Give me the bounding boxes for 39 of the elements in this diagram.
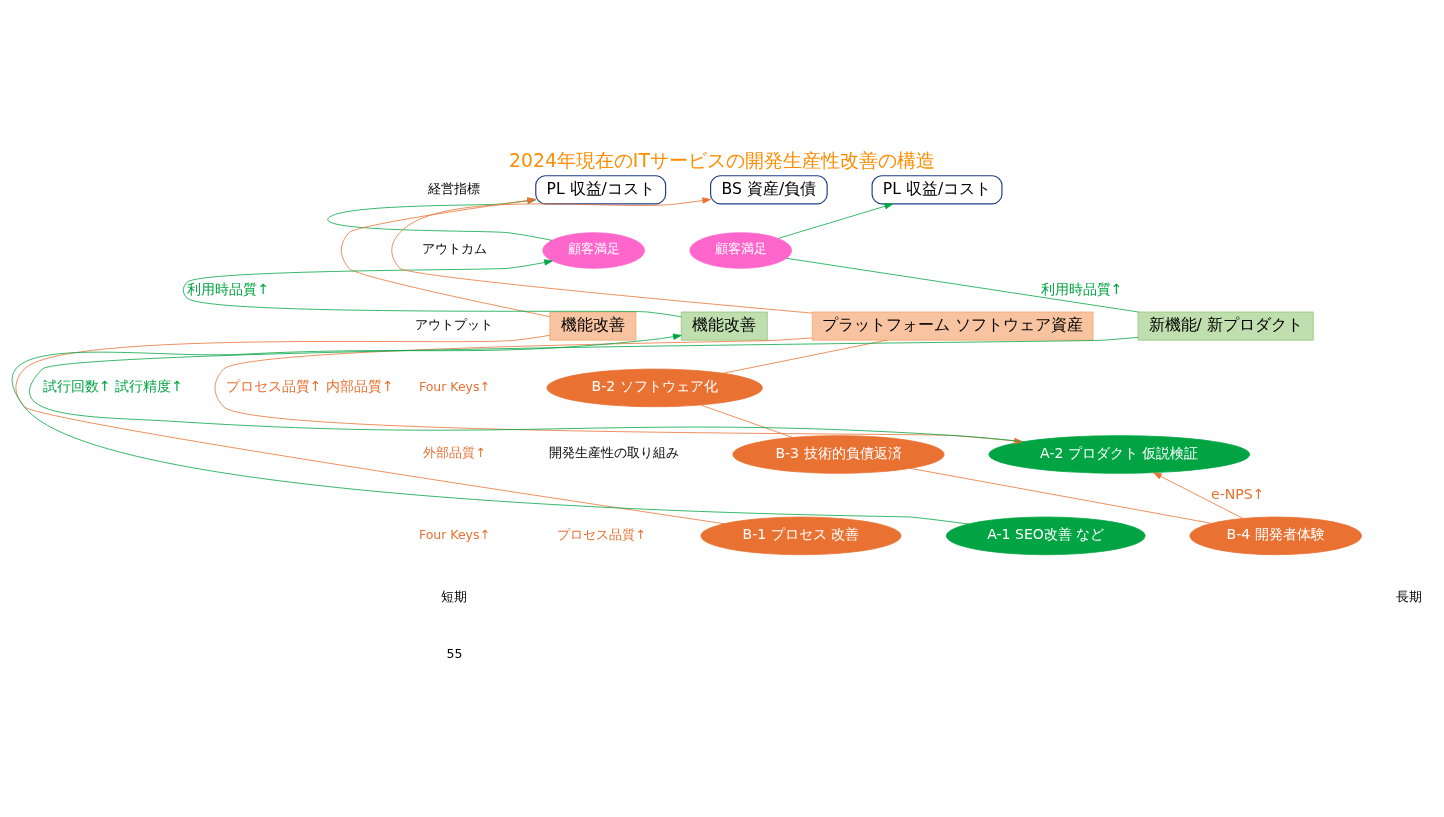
node-ellipse: B-3 技術的負債返済 (732, 434, 945, 474)
node-box: BS 資産/負債 (710, 174, 828, 204)
node-box: 機能改善 (680, 311, 768, 341)
label: アウトプット (415, 316, 494, 332)
arrow (1153, 471, 1244, 519)
label: 55 (446, 645, 463, 661)
diagram-title: 2024年現在のITサービスの開発生産性改善の構造 (509, 149, 935, 171)
label: Four Keys↑ (418, 526, 490, 542)
node-box: プラットフォーム ソフトウェア資産 (811, 311, 1094, 341)
node-ellipse: B-1 プロセス 改善 (700, 516, 902, 555)
node-box: PL 収益/コスト (871, 174, 1003, 204)
connector (700, 404, 793, 438)
label: 経営指標 (428, 180, 481, 196)
label: アウトカム (421, 240, 487, 256)
connector (722, 339, 888, 374)
label: 長期 (1395, 588, 1422, 604)
connector (909, 467, 1212, 524)
edge-label: 試行回数↑ 試行精度↑ (43, 377, 184, 394)
node-box: 新機能/ 新プロダクト (1137, 311, 1314, 341)
connector (15, 334, 725, 524)
label: 外部品質↑ (423, 444, 486, 460)
node-box: 機能改善 (549, 311, 637, 341)
edge-label: 利用時品質↑ (1040, 280, 1123, 297)
node-ellipse: 顧客満足 (689, 231, 792, 269)
node-box: PL 収益/コスト (535, 174, 667, 204)
connector (786, 257, 1139, 312)
arrow (182, 258, 682, 317)
label: 短期 (441, 588, 468, 604)
arrow (12, 333, 969, 524)
node-ellipse: B-2 ソフトウェア化 (546, 368, 763, 407)
edge-label: プロセス品質↑ 内部品質↑ (225, 377, 394, 394)
arrow (777, 202, 894, 239)
node-ellipse: A-1 SEO改善 など (945, 516, 1146, 555)
label: 開発生産性の取り組み (548, 444, 679, 460)
edge-label: 利用時品質↑ (187, 280, 270, 297)
label: Four Keys↑ (418, 378, 490, 394)
node-ellipse: B-4 開発者体験 (1189, 516, 1362, 555)
edge-label: e-NPS↑ (1211, 485, 1265, 502)
label: プロセス品質↑ (557, 526, 646, 542)
